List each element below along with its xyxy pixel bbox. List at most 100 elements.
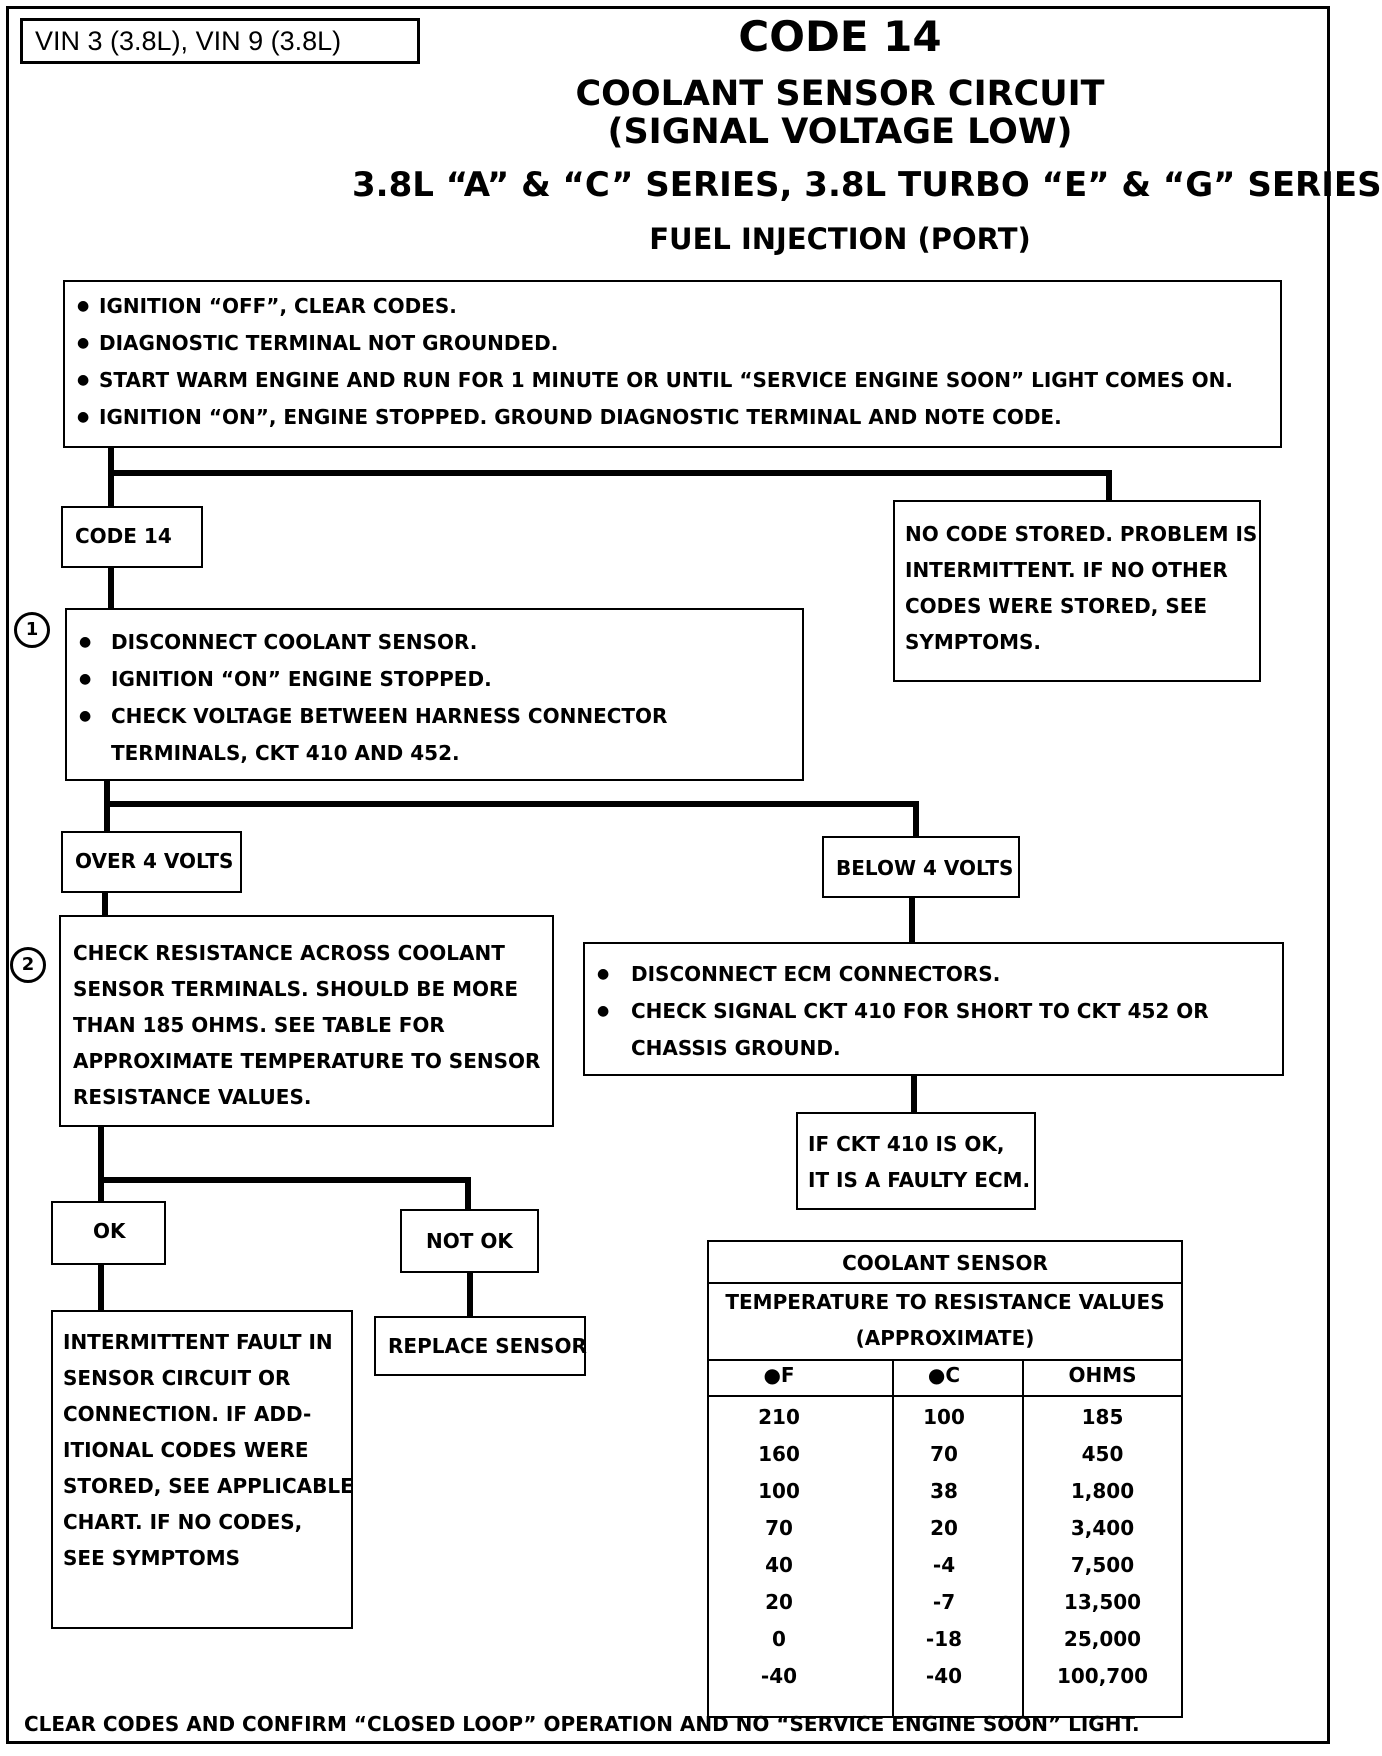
- start-conditions-list: IGNITION “OFF”, CLEAR CODES. DIAGNOSTIC …: [77, 288, 1272, 436]
- table-column-divider: [892, 1359, 894, 1716]
- step-1-list: DISCONNECT COOLANT SENSOR. IGNITION “ON”…: [79, 624, 792, 772]
- faulty-ecm-line: IF CKT 410 IS OK,: [808, 1132, 1005, 1156]
- connector: [108, 448, 114, 508]
- code-heading: CODE 14: [738, 12, 942, 61]
- over-4-volts-box: OVER 4 VOLTS: [61, 831, 242, 893]
- table-cell: 40: [765, 1553, 793, 1577]
- table-cell: 20: [765, 1590, 793, 1614]
- ecm-check-item: CHECK SIGNAL CKT 410 FOR SHORT TO CKT 45…: [597, 993, 1261, 1067]
- step-1-item: CHECK VOLTAGE BETWEEN HARNESS CONNECTOR …: [79, 698, 751, 772]
- series-line: 3.8L “A” & “C” SERIES, 3.8L TURBO “E” & …: [352, 165, 1382, 205]
- table-cell: 185: [1081, 1405, 1124, 1429]
- table-title-3: (APPROXIMATE): [855, 1326, 1035, 1350]
- step-2-line: RESISTANCE VALUES.: [73, 1085, 312, 1109]
- code14-box: CODE 14: [61, 506, 203, 568]
- step-2-line: APPROXIMATE TEMPERATURE TO SENSOR: [73, 1049, 541, 1073]
- connector: [98, 1177, 471, 1183]
- intermittent-line: CHART. IF NO CODES,: [63, 1510, 303, 1534]
- title-line-2: (SIGNAL VOLTAGE LOW): [607, 112, 1073, 152]
- vin-tag-text: VIN 3 (3.8L), VIN 9 (3.8L): [35, 26, 342, 56]
- table-cell: 3,400: [1070, 1516, 1135, 1540]
- table-cell: 70: [765, 1516, 793, 1540]
- step-1-item: DISCONNECT COOLANT SENSOR.: [79, 624, 792, 661]
- faulty-ecm-line: IT IS A FAULTY ECM.: [808, 1168, 1031, 1192]
- ok-label: OK: [93, 1219, 126, 1243]
- connector: [104, 801, 919, 807]
- connector: [108, 568, 114, 610]
- table-title-1: COOLANT SENSOR: [709, 1242, 1181, 1284]
- connector: [98, 1127, 104, 1203]
- no-code-line: INTERMITTENT. IF NO OTHER: [905, 558, 1228, 582]
- connector: [465, 1177, 471, 1217]
- connector: [911, 1076, 917, 1114]
- table-cell: 160: [758, 1442, 800, 1466]
- table-rule: [709, 1395, 1181, 1397]
- step-2-line: SENSOR TERMINALS. SHOULD BE MORE: [73, 977, 519, 1001]
- connector: [108, 470, 1112, 476]
- table-cell: -18: [925, 1627, 963, 1651]
- table-header-f: ●F: [763, 1363, 795, 1387]
- intermittent-line: ITIONAL CODES WERE: [63, 1438, 309, 1462]
- code14-label: CODE 14: [75, 524, 172, 548]
- start-item: IGNITION “OFF”, CLEAR CODES.: [77, 288, 1272, 325]
- start-item: IGNITION “ON”, ENGINE STOPPED. GROUND DI…: [77, 399, 1272, 436]
- no-code-line: CODES WERE STORED, SEE: [905, 594, 1208, 618]
- table-rule: [709, 1359, 1181, 1361]
- connector: [98, 1265, 104, 1311]
- connector: [913, 801, 919, 837]
- page-frame: [6, 6, 1330, 1744]
- table-cell: 7,500: [1070, 1553, 1135, 1577]
- vin-tag: VIN 3 (3.8L), VIN 9 (3.8L): [20, 18, 420, 64]
- table-cell: 38: [930, 1479, 958, 1503]
- table-cell: -4: [932, 1553, 956, 1577]
- intermittent-line: INTERMITTENT FAULT IN: [63, 1330, 333, 1354]
- ecm-check-item: DISCONNECT ECM CONNECTORS.: [597, 956, 1272, 993]
- over-4-volts-label: OVER 4 VOLTS: [75, 849, 234, 873]
- no-code-line: NO CODE STORED. PROBLEM IS: [905, 522, 1258, 546]
- title-line-1: COOLANT SENSOR CIRCUIT: [575, 74, 1105, 114]
- intermittent-fault-box: INTERMITTENT FAULT IN SENSOR CIRCUIT OR …: [51, 1310, 354, 1629]
- step-2-marker: 2: [10, 947, 46, 983]
- table-cell: 1,800: [1070, 1479, 1135, 1503]
- table-cell: 70: [930, 1442, 958, 1466]
- table-body: 210 100 185 160 70 450 100 38 1,800 70 20 3,400 40 -4…: [709, 1397, 1181, 1715]
- ecm-check-box: DISCONNECT ECM CONNECTORS. CHECK SIGNAL …: [583, 942, 1284, 1076]
- replace-sensor-box: REPLACE SENSOR: [374, 1316, 587, 1376]
- below-4-volts-box: BELOW 4 VOLTS: [822, 836, 1020, 898]
- table-title-2: TEMPERATURE TO RESISTANCE VALUES: [725, 1290, 1165, 1314]
- not-ok-box: NOT OK: [400, 1209, 539, 1273]
- table-header-c: ●C: [927, 1363, 961, 1387]
- table-cell: 13,500: [1063, 1590, 1142, 1614]
- below-4-volts-label: BELOW 4 VOLTS: [836, 856, 1014, 880]
- start-item: START WARM ENGINE AND RUN FOR 1 MINUTE O…: [77, 362, 1272, 399]
- coolant-sensor-table: COOLANT SENSOR TEMPERATURE TO RESISTANCE…: [707, 1240, 1183, 1718]
- table-cell: 20: [930, 1516, 958, 1540]
- table-cell: 100,700: [1056, 1664, 1149, 1688]
- step-2-box: CHECK RESISTANCE ACROSS COOLANT SENSOR T…: [59, 915, 554, 1127]
- faulty-ecm-box: IF CKT 410 IS OK, IT IS A FAULTY ECM.: [796, 1112, 1036, 1210]
- table-header-ohms: OHMS: [1068, 1363, 1137, 1387]
- connector: [102, 893, 108, 917]
- step-1-marker: 1: [14, 612, 50, 648]
- not-ok-label: NOT OK: [426, 1229, 513, 1253]
- table-column-divider: [1022, 1359, 1024, 1716]
- table-cell: -7: [932, 1590, 956, 1614]
- ecm-check-list: DISCONNECT ECM CONNECTORS. CHECK SIGNAL …: [597, 956, 1272, 1067]
- system-line: FUEL INJECTION (PORT): [649, 222, 1031, 256]
- no-code-box: NO CODE STORED. PROBLEM IS INTERMITTENT.…: [893, 500, 1261, 682]
- no-code-line: SYMPTOMS.: [905, 630, 1041, 654]
- table-cell: 210: [758, 1405, 800, 1429]
- table-cell: 100: [923, 1405, 965, 1429]
- table-cell: -40: [925, 1664, 963, 1688]
- ok-box: OK: [51, 1201, 166, 1265]
- intermittent-line: STORED, SEE APPLICABLE: [63, 1474, 354, 1498]
- step-1-box: DISCONNECT COOLANT SENSOR. IGNITION “ON”…: [65, 608, 804, 781]
- table-cell: -40: [760, 1664, 798, 1688]
- table-cell: 450: [1081, 1442, 1124, 1466]
- step-2-line: THAN 185 OHMS. SEE TABLE FOR: [73, 1013, 445, 1037]
- table-cell: 100: [758, 1479, 800, 1503]
- connector: [909, 898, 915, 942]
- intermittent-line: CONNECTION. IF ADD-: [63, 1402, 312, 1426]
- intermittent-line: SEE SYMPTOMS: [63, 1546, 241, 1570]
- table-cell: 25,000: [1063, 1627, 1142, 1651]
